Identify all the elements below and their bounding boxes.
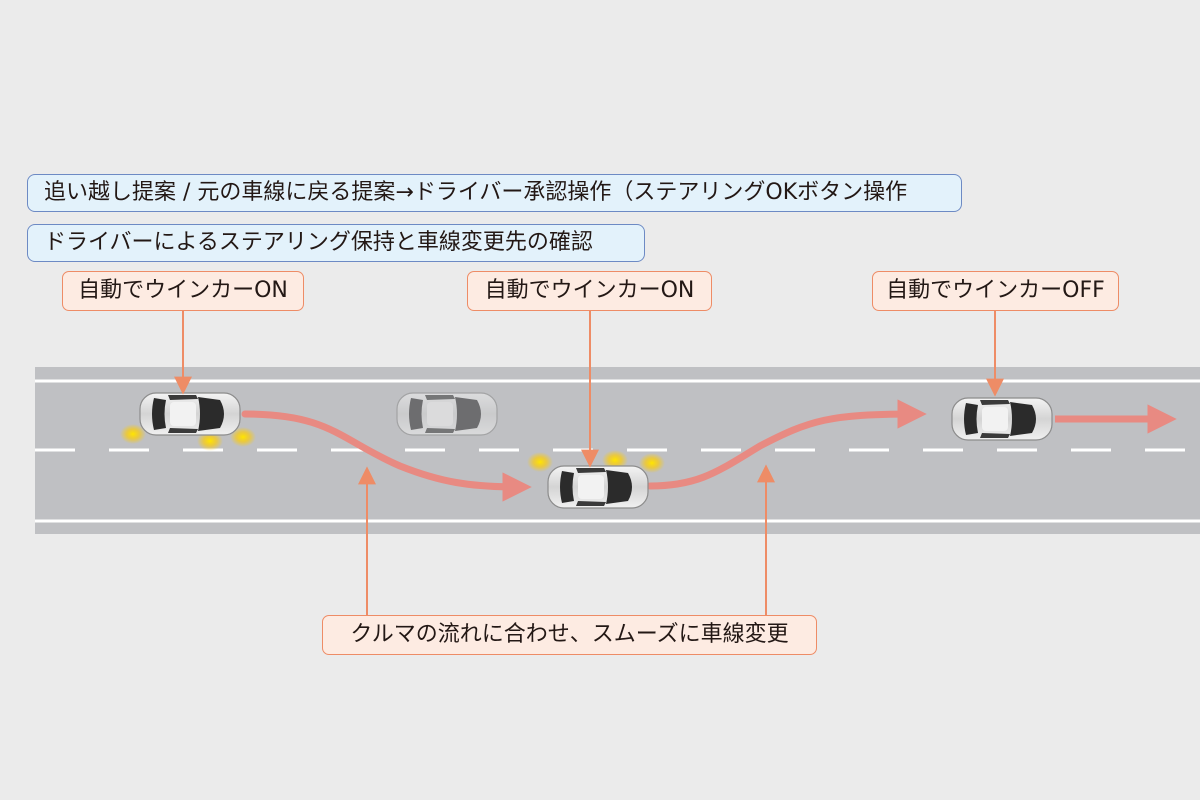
- callout-blinker-off-text: 自動でウインカーOFF: [886, 278, 1105, 303]
- callout-lane-change-text: クルマの流れに合わせ、スムーズに車線変更: [350, 622, 789, 647]
- blinker-glow: [120, 424, 146, 444]
- callout-blinker-off: 自動でウインカーOFF: [872, 271, 1119, 311]
- ego-car-passing: [547, 465, 649, 509]
- info-box-overtake-proposal: 追い越し提案 / 元の車線に戻る提案→ドライバー承認操作（ステアリングOKボタン…: [27, 174, 962, 212]
- ego-car-start: [139, 392, 241, 436]
- info-box-driver-check-text: ドライバーによるステアリング保持と車線変更先の確認: [44, 230, 593, 255]
- lane-change-path-2: [646, 399, 927, 490]
- blinker-glow: [527, 452, 553, 472]
- other-car: [396, 392, 498, 436]
- blinker-glow: [197, 431, 223, 451]
- blinker-glow: [230, 427, 256, 447]
- ego-car-return: [951, 397, 1053, 441]
- info-box-overtake-proposal-text: 追い越し提案 / 元の車線に戻る提案→ドライバー承認操作（ステアリングOKボタン…: [44, 180, 908, 205]
- lane-change-path-1: [241, 410, 532, 502]
- callout-blinker-on-1-text: 自動でウインカーON: [78, 278, 288, 303]
- info-box-driver-check: ドライバーによるステアリング保持と車線変更先の確認: [27, 224, 645, 262]
- callout-blinker-on-2-text: 自動でウインカーON: [484, 278, 695, 303]
- callout-blinker-on-1: 自動でウインカーON: [62, 271, 304, 311]
- blinker-glow: [639, 453, 665, 473]
- blinker-glow: [602, 450, 628, 470]
- callout-blinker-on-2: 自動でウインカーON: [467, 271, 712, 311]
- callout-lane-change: クルマの流れに合わせ、スムーズに車線変更: [322, 615, 817, 655]
